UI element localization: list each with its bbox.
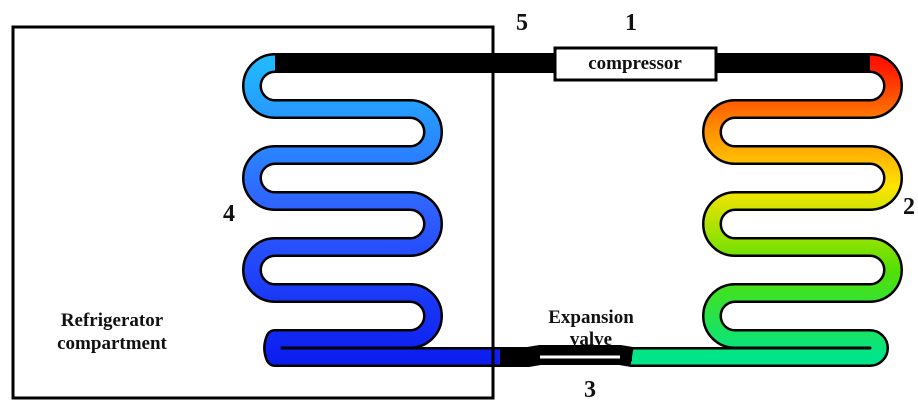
- state-point-2: 2: [903, 194, 915, 220]
- evaporator-coil: [242, 53, 500, 367]
- expansion-valve-label-line1: Expansion: [548, 307, 634, 328]
- refrigerator-label-line1: Refrigerator: [61, 310, 164, 331]
- state-point-1: 1: [625, 10, 637, 36]
- state-point-3: 3: [584, 377, 596, 400]
- compressor-label: compressor: [588, 53, 682, 74]
- refrigerator-label-line2: compartment: [57, 333, 167, 354]
- condenser-coil: [630, 53, 903, 367]
- state-point-4: 4: [223, 201, 235, 227]
- compressor: compressor: [553, 46, 718, 82]
- compressor-box: [553, 46, 718, 82]
- expansion-valve: [500, 345, 640, 367]
- expansion-valve-label-line2: valve: [570, 329, 612, 350]
- state-point-5: 5: [516, 10, 528, 36]
- refrigerator-compartment-box: [11, 25, 495, 400]
